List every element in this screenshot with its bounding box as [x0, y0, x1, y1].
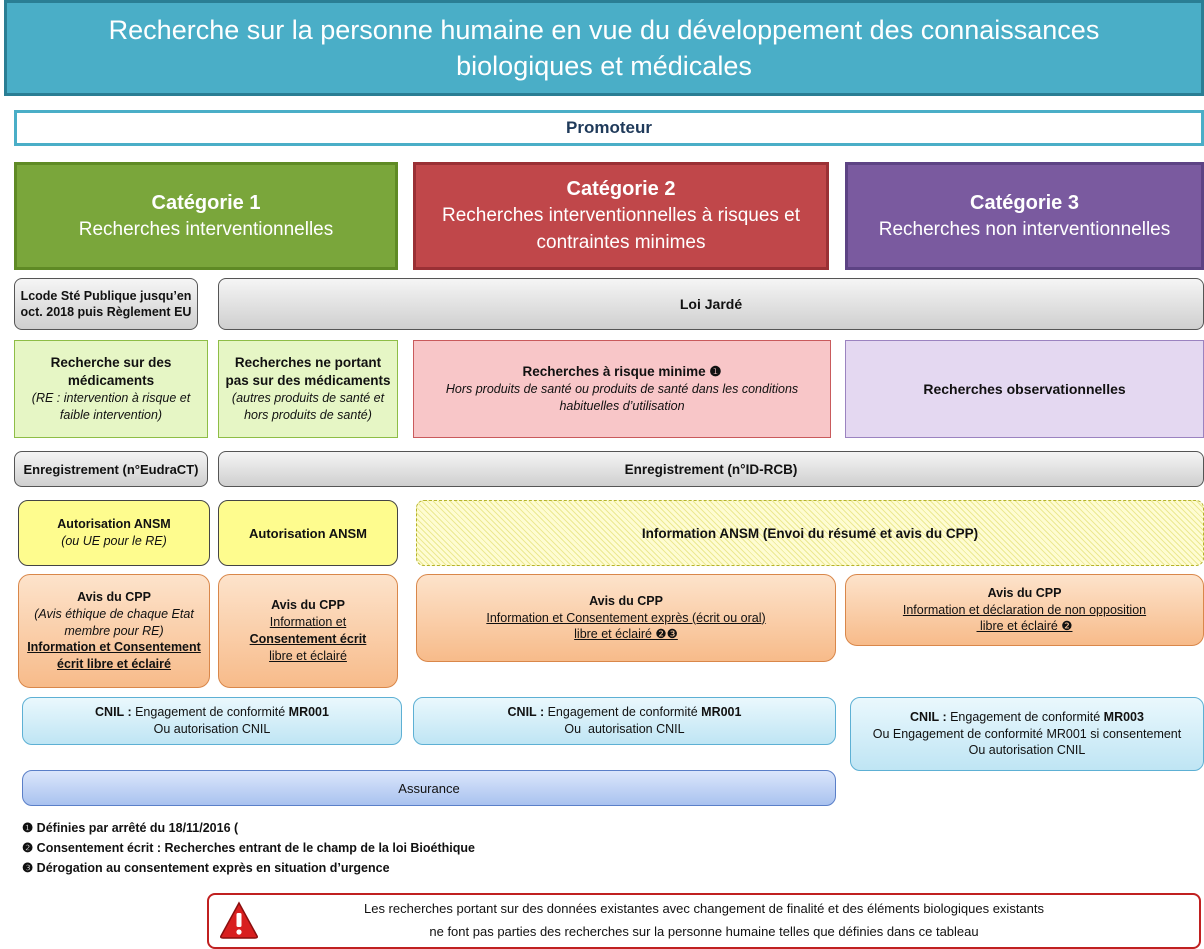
assurance-bar: Assurance	[22, 770, 836, 806]
cnil3-l2: Ou Engagement de conformité MR001 si con…	[872, 726, 1182, 741]
cpp4-l1: Information et déclaration de non opposi…	[902, 602, 1147, 617]
cnil-box-2: CNIL : Engagement de conformité MR001 Ou…	[413, 697, 836, 745]
research-observationnelles: Recherches observationnelles	[845, 340, 1204, 438]
research-risk-sub1: Hors produits de santé ou produits de sa…	[445, 382, 799, 397]
cnil1-text: Engagement de conformité	[131, 705, 289, 720]
research-medicaments: Recherche sur des médicaments (RE : inte…	[14, 340, 208, 438]
cnil-box-1: CNIL : Engagement de conformité MR001 Ou…	[22, 697, 402, 745]
category-2-label: Catégorie 2	[566, 178, 676, 201]
cpp1-l4: écrit libre et éclairé	[57, 657, 171, 672]
category-1-line1: Recherches interventionnelles	[78, 218, 334, 240]
cnil3-code: MR003	[1103, 709, 1144, 724]
cnil3-label: CNIL :	[910, 709, 947, 724]
research-med-title2: médicaments	[67, 373, 155, 389]
cpp1-l1: (Avis éthique de chaque Etat	[34, 606, 194, 621]
ansm-authorization-cat1: Autorisation ANSM (ou UE pour le RE)	[18, 500, 210, 566]
cnil2-code: MR001	[701, 705, 742, 720]
footnote-2: ❷ Consentement écrit : Recherches entran…	[22, 841, 475, 855]
cnil1-code: MR001	[288, 705, 329, 720]
cpp-opinion-1: Avis du CPP (Avis éthique de chaque Etat…	[18, 574, 210, 688]
research-nonmed-title2: pas sur des médicaments	[225, 373, 391, 389]
cpp4-title: Avis du CPP	[987, 585, 1062, 600]
cpp1-l2: membre pour RE)	[64, 623, 164, 638]
research-nonmed-sub2: hors produits de santé)	[244, 408, 372, 423]
warning-box: Les recherches portant sur des données e…	[207, 893, 1201, 949]
cpp3-l1: Information et Consentement exprès (écri…	[486, 610, 766, 625]
category-3-label: Catégorie 3	[970, 191, 1079, 214]
registration-id-rcb: Enregistrement (n°ID-RCB)	[218, 451, 1204, 487]
cnil3-l3: Ou autorisation CNIL	[968, 743, 1086, 758]
footnote-3: ❸ Dérogation au consentement exprès en s…	[22, 861, 390, 875]
footnote-1: ❶ Définies par arrêté du 18/11/2016 (	[22, 821, 239, 835]
cpp2-l3: libre et éclairé	[269, 648, 347, 663]
title-line2: biologiques et médicales	[456, 51, 752, 81]
ansm-information: Information ANSM (Envoi du résumé et avi…	[416, 500, 1204, 566]
cpp3-l2: libre et éclairé ❷❸	[574, 627, 678, 642]
category-2-line1: Recherches interventionnelles à risques …	[441, 205, 801, 227]
cpp1-l3: Information et Consentement	[27, 640, 201, 655]
law-jarde: Loi Jardé	[218, 278, 1204, 330]
warning-line2: ne font pas parties des recherches sur l…	[429, 924, 979, 939]
cpp2-title: Avis du CPP	[271, 598, 345, 613]
research-med-sub1: (RE : intervention à risque et	[31, 391, 191, 406]
law-left-line1: Lcode Sté Publique jusqu’en	[20, 288, 192, 303]
law-code-sante-publique: Lcode Sté Publique jusqu’en oct. 2018 pu…	[14, 278, 198, 330]
warning-line1: Les recherches portant sur des données e…	[363, 901, 1045, 917]
research-risk-title: Recherches à risque minime ❶	[522, 364, 722, 380]
category-1: Catégorie 1 Recherches interventionnelle…	[14, 162, 398, 270]
research-nonmed-title1: Recherches ne portant	[234, 354, 382, 370]
cpp-opinion-2: Avis du CPP Information et Consentement …	[218, 574, 398, 688]
category-2: Catégorie 2 Recherches interventionnelle…	[413, 162, 829, 270]
research-risk-sub2: habituelles d’utilisation	[559, 399, 685, 414]
footnotes: ❶ Définies par arrêté du 18/11/2016 ( ❷ …	[22, 818, 475, 878]
cnil3-text: Engagement de conformité	[946, 709, 1104, 724]
registration-eudract: Enregistrement (n°EudraCT)	[14, 451, 208, 487]
cnil2-text: Engagement de conformité	[544, 705, 702, 720]
ansm1-sub: (ou UE pour le RE)	[61, 534, 167, 548]
cnil1-l2: Ou autorisation CNIL	[153, 722, 271, 736]
promoteur-bar: Promoteur	[14, 110, 1204, 146]
research-med-title1: Recherche sur des	[50, 354, 172, 370]
cpp4-l2: libre et éclairé ❷	[976, 619, 1073, 634]
law-left-line2: oct. 2018 puis Règlement EU	[20, 305, 192, 319]
cnil2-l2: Ou autorisation CNIL	[564, 722, 685, 736]
cpp-opinion-4: Avis du CPP Information et déclaration d…	[845, 574, 1204, 646]
ansm-authorization-cat1b: Autorisation ANSM	[218, 500, 398, 566]
cpp3-title: Avis du CPP	[589, 593, 663, 608]
category-3-line1: Recherches non interventionnelles	[878, 218, 1171, 240]
page-title: Recherche sur la personne humaine en vue…	[4, 0, 1204, 96]
category-1-label: Catégorie 1	[151, 191, 261, 214]
cpp1-title: Avis du CPP	[77, 589, 151, 604]
research-non-medicaments: Recherches ne portant pas sur des médica…	[218, 340, 398, 438]
category-2-line2: contraintes minimes	[536, 232, 706, 253]
title-line1: Recherche sur la personne humaine en vue…	[108, 14, 1100, 45]
research-nonmed-sub1: (autres produits de santé et	[231, 391, 385, 406]
research-med-sub2: faible intervention)	[59, 408, 163, 423]
cnil1-label: CNIL :	[95, 705, 132, 720]
cnil2-label: CNIL :	[507, 705, 545, 720]
research-risque-minime: Recherches à risque minime ❶ Hors produi…	[413, 340, 831, 438]
cpp2-l1: Information et	[269, 615, 347, 630]
cpp-opinion-3: Avis du CPP Information et Consentement …	[416, 574, 836, 662]
category-3: Catégorie 3 Recherches non interventionn…	[845, 162, 1204, 270]
ansm1-title: Autorisation ANSM	[57, 517, 171, 532]
cpp2-l2: Consentement écrit	[249, 632, 367, 646]
warning-icon	[220, 901, 258, 939]
cnil-box-3: CNIL : Engagement de conformité MR003 Ou…	[850, 697, 1204, 771]
